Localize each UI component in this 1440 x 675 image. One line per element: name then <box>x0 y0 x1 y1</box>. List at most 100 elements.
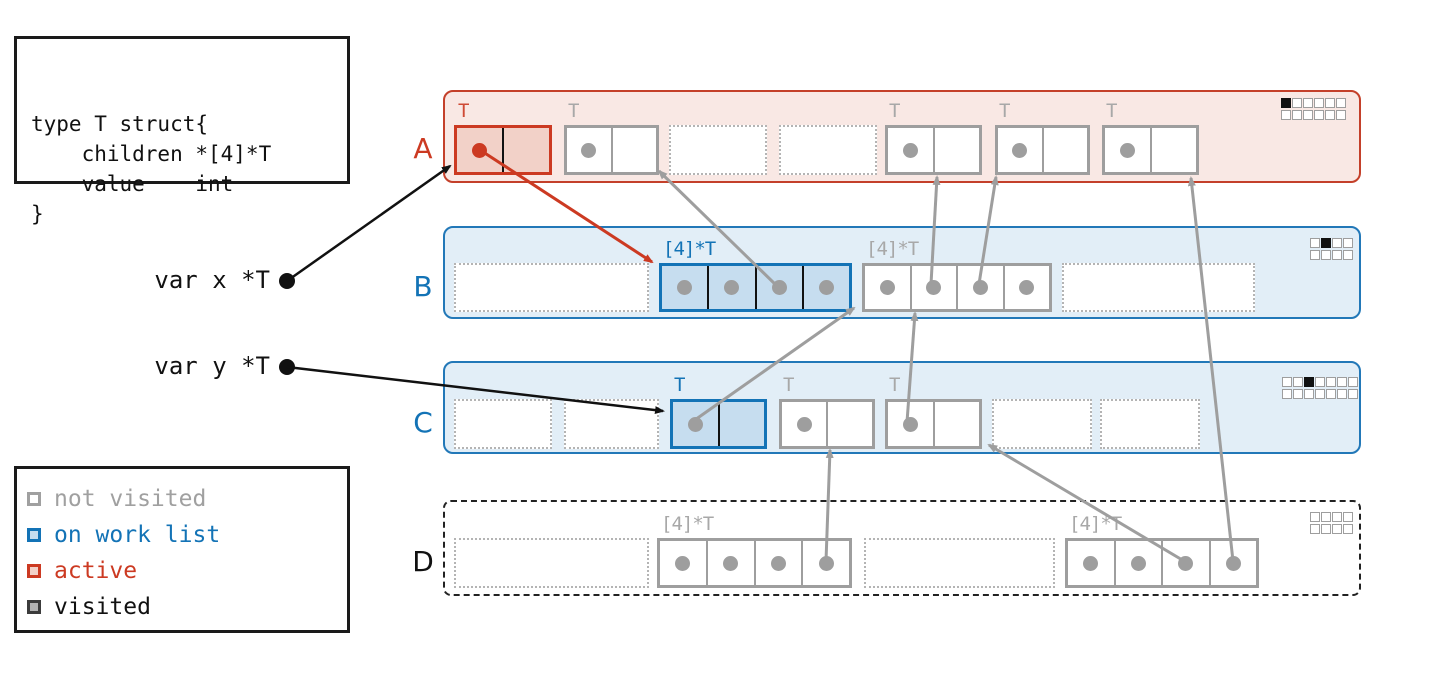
pointer-dot-icon <box>771 280 787 295</box>
mark-bit <box>1348 377 1358 387</box>
cell-slot <box>932 402 980 446</box>
cell-type-label: [4]*T <box>866 238 919 260</box>
cell-slot <box>998 128 1042 172</box>
mark-bit <box>1310 250 1320 260</box>
heap-cell-a2-visited: T <box>564 100 659 175</box>
mark-bit <box>1332 512 1342 522</box>
cell-slot <box>909 266 957 309</box>
heap-cell-c3-worklist: T <box>670 374 767 449</box>
heap-cell-a4-free <box>779 125 877 175</box>
heap-cell-b4-free <box>1062 263 1255 312</box>
cell-slot <box>1041 128 1088 172</box>
cell-type-label: T <box>889 100 900 122</box>
legend-swatch-worklist-icon <box>27 528 41 542</box>
mark-bit <box>1326 377 1336 387</box>
mark-bit <box>1343 250 1353 260</box>
mark-bit <box>1337 389 1347 399</box>
pointer-dot-icon <box>687 416 703 432</box>
mark-bit <box>1304 389 1314 399</box>
heap-cell-d2-visited: [4]*T <box>657 513 852 588</box>
cell-slot <box>610 128 657 172</box>
mark-bit <box>1314 110 1324 120</box>
mark-bit <box>1310 524 1320 534</box>
legend-label: active <box>54 558 138 584</box>
cell-slot <box>753 541 802 585</box>
region-label-d: D <box>412 545 434 578</box>
mark-bit <box>1321 250 1331 260</box>
mark-bit <box>1332 238 1342 248</box>
pointer-dot-icon <box>1019 280 1035 295</box>
heap-cell-c5-visited: T <box>885 374 982 449</box>
mark-bit <box>1332 250 1342 260</box>
cell-slot <box>1149 128 1197 172</box>
mark-bit <box>1292 110 1302 120</box>
mark-bit <box>1282 389 1292 399</box>
legend-item-worklist: on work list <box>27 517 347 553</box>
mark-bit <box>1332 524 1342 534</box>
heap-cell-c7-free <box>1100 399 1200 449</box>
cell-slot <box>956 266 1003 309</box>
cell-slot <box>888 128 933 172</box>
region-label-c: C <box>413 406 433 439</box>
heap-cell-a7-visited: T <box>1102 100 1199 175</box>
mark-bit <box>1293 389 1303 399</box>
mark-bit <box>1281 98 1291 108</box>
heap-cell-d1-free <box>454 538 649 588</box>
cell-slot <box>662 266 707 309</box>
region-label-b: B <box>413 269 433 303</box>
cell-slot <box>1161 541 1209 585</box>
cell-slot <box>754 266 802 309</box>
cell-type-label: T <box>889 374 900 396</box>
var-x-label: var x *T <box>154 266 270 294</box>
mark-bit <box>1303 98 1313 108</box>
pointer-dot-icon <box>677 280 693 295</box>
cell-slot <box>1113 541 1162 585</box>
pointer-dot-icon <box>796 416 812 432</box>
struct-definition-box: type T struct{ children *[4]*T value int… <box>14 36 350 226</box>
cell-slot <box>457 128 502 172</box>
heap-cell-a1-active: T <box>454 100 552 175</box>
mark-bit <box>1326 389 1336 399</box>
pointer-dot-icon <box>472 142 487 158</box>
pointer-dot-icon <box>724 280 740 295</box>
cell-type-label: T <box>1106 100 1117 122</box>
mark-bitmap-a <box>1281 98 1346 120</box>
mark-bitmap-d <box>1310 512 1353 534</box>
legend-item-visited: visited <box>27 589 347 625</box>
pointer-dot-icon <box>1178 555 1194 571</box>
cell-type-label: T <box>568 100 579 122</box>
mark-bit <box>1281 110 1291 120</box>
cell-slot <box>660 541 706 585</box>
heap-cell-c1-free <box>454 399 552 449</box>
legend-label: visited <box>54 594 151 620</box>
legend-item-free: not visited <box>27 481 347 517</box>
mark-bit <box>1310 512 1320 522</box>
cell-slot <box>801 541 849 585</box>
var-pointer-dot-icon <box>279 359 295 375</box>
legend-swatch-visited-icon <box>27 600 41 614</box>
pointer-dot-icon <box>902 142 918 158</box>
heap-cell-c4-visited: T <box>779 374 875 449</box>
mark-bit <box>1293 377 1303 387</box>
heap-cell-b3-visited: [4]*T <box>862 238 1052 312</box>
mark-bit <box>1343 512 1353 522</box>
cell-slot <box>826 402 872 446</box>
cell-type-label: [4]*T <box>661 513 714 535</box>
mark-bit <box>1343 238 1353 248</box>
mark-bit <box>1336 110 1346 120</box>
mark-bit <box>1282 377 1292 387</box>
var-y-label: var y *T <box>154 352 270 380</box>
pointer-dot-icon <box>1130 555 1146 571</box>
cell-slot <box>705 541 754 585</box>
mark-bitmap-c <box>1282 377 1358 399</box>
mark-bit <box>1304 377 1314 387</box>
mark-bit <box>1348 389 1358 399</box>
cell-slot <box>782 402 826 446</box>
cell-type-label: T <box>458 100 469 122</box>
pointer-dot-icon <box>926 280 942 295</box>
legend-label: on work list <box>54 522 221 548</box>
cell-slot <box>567 128 611 172</box>
